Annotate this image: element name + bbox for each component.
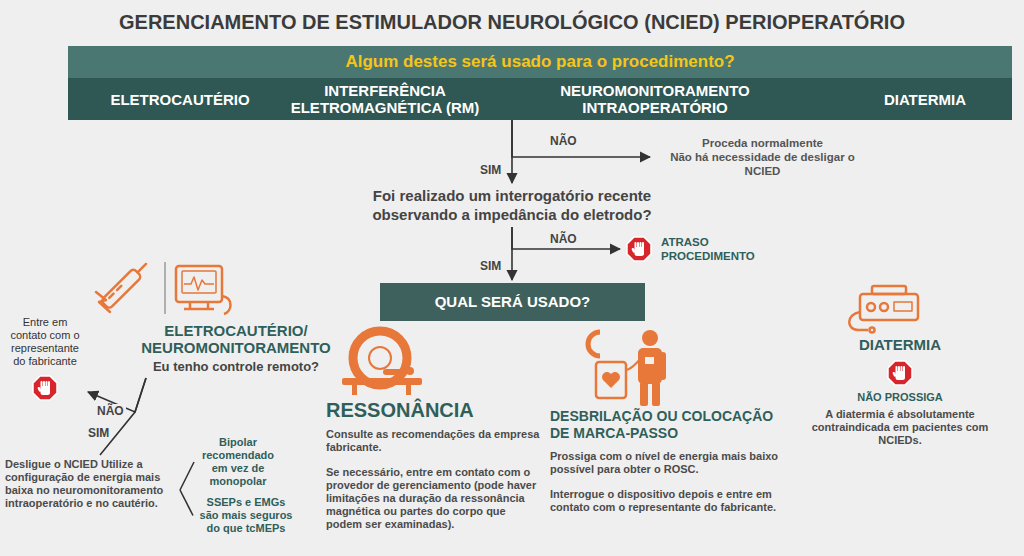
ssep-note: SSEPs e EMGs são mais seguros do que tcM… xyxy=(196,496,296,535)
diathermy-icon xyxy=(849,286,918,333)
question-band: Algum destes será usado para o procedime… xyxy=(68,46,1012,120)
node-text: Desligue o NCIED Utilize a configuração … xyxy=(5,458,177,510)
node-text: ATRASO PROCEDIMENTO xyxy=(661,235,761,263)
node-text: DESBRILAÇÃO OU COLOCAÇÃO DE MARCA-PASSO xyxy=(550,408,788,442)
separator xyxy=(164,262,166,314)
node-text: Não há necessidade de desligar o NCIED xyxy=(655,150,870,178)
node-text: Foi realizado um interrogatório recente … xyxy=(332,186,692,224)
mri-icon xyxy=(342,331,422,395)
node-text: Consulte as recomendações da empresa fab… xyxy=(326,428,541,454)
edge-label: NÃO xyxy=(548,134,579,148)
contact-stop: Entre em contato com o representante do … xyxy=(4,316,86,406)
mri-block: RESSONÂNCIA Consulte as recomendações da … xyxy=(326,398,541,531)
cautery-heading: ELETROCAUTÉRIO/ NEUROMONITORAMENTO Eu ten… xyxy=(130,322,342,375)
node-text: INTERFERÊNCIA ELETROMAGNÉTICA (RM) xyxy=(285,78,485,120)
stop-sign xyxy=(31,374,59,402)
stop-sign xyxy=(625,235,653,263)
cautery-icon xyxy=(96,260,150,312)
connector xyxy=(511,120,513,183)
node-text: RESSONÂNCIA xyxy=(326,398,541,422)
node-text: QUAL SERÁ USADO? xyxy=(388,293,637,311)
node-text: Interrogue o dispositivo depois e entre … xyxy=(550,488,788,514)
node-text: Se necessário, entre em contato com o pr… xyxy=(326,466,541,531)
decision-question: Foi realizado um interrogatório recente … xyxy=(332,186,692,224)
node-text: Prossiga com o nível de energia mais bai… xyxy=(550,450,788,476)
node-text: Proceda normalmente xyxy=(655,136,870,150)
cautery-action: Desligue o NCIED Utilize a configuração … xyxy=(5,458,177,510)
node-text: Eu tenho controle remoto? xyxy=(130,359,342,375)
node-text: ELETROCAUTÉRIO xyxy=(80,78,280,120)
which-box: QUAL SERÁ USADO? xyxy=(380,283,645,321)
monitor-icon xyxy=(176,266,231,314)
diagram-title: GERENCIAMENTO DE ESTIMULADOR NEUROLÓGICO… xyxy=(0,10,1024,34)
node-text: A diatermia é absolutamente contraindica… xyxy=(800,408,1000,447)
node-text: Entre em contato com o representante do … xyxy=(4,316,86,368)
node-text: SSEPs e EMGs são mais seguros do que tcM… xyxy=(196,496,296,535)
diathermy-block: DIATERMIA NÃO PROSSIGA A diatermia é absol… xyxy=(800,336,1000,447)
node-text: NEUROMONITORAMENTO INTRAOPERATÓRIO xyxy=(535,78,775,120)
edge-label: SIM xyxy=(86,426,111,440)
node-text: Bipolar recomendado em vez de monopolar xyxy=(197,436,279,488)
defibrillator-icon xyxy=(588,330,666,406)
bipolar-note: Bipolar recomendado em vez de monopolar xyxy=(197,436,279,488)
proceed-note: Proceda normalmenteNão há necessidade de… xyxy=(655,136,870,178)
connector xyxy=(180,490,193,516)
stop-sign xyxy=(886,359,914,387)
edge-label: SIM xyxy=(478,163,503,177)
edge-label: SIM xyxy=(478,259,503,273)
edge-label: NÃO xyxy=(548,232,579,246)
connector xyxy=(180,462,194,490)
connector xyxy=(511,227,513,280)
connector xyxy=(512,227,620,249)
node-text: ELETROCAUTÉRIO/ NEUROMONITORAMENTO xyxy=(130,322,342,356)
connector xyxy=(512,120,650,157)
node-text: DIATERMIA xyxy=(850,78,1000,120)
node-text: DIATERMIA xyxy=(800,336,1000,353)
node-text: NÃO PROSSIGA xyxy=(800,391,1000,404)
edge-label: NÃO xyxy=(95,404,126,418)
node-text: Algum destes será usado para o procedime… xyxy=(68,46,1012,78)
delay-stop: ATRASO PROCEDIMENTO xyxy=(625,235,761,263)
defib-block: DESBRILAÇÃO OU COLOCAÇÃO DE MARCA-PASSO P… xyxy=(550,408,788,514)
